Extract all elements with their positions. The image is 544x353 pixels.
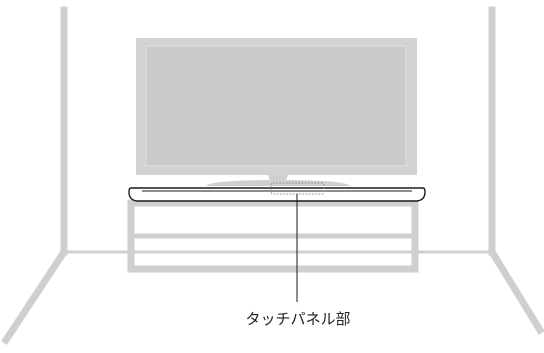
touch-panel-area xyxy=(270,182,325,195)
soundbar xyxy=(128,182,426,202)
television xyxy=(136,38,417,186)
tv-screen xyxy=(145,45,407,167)
right-floor-edge xyxy=(487,247,544,335)
touch-panel-label: タッチパネル部 xyxy=(245,310,351,328)
tv-stand xyxy=(268,175,288,181)
tv-stand-base xyxy=(206,180,350,186)
room-walls xyxy=(1,6,544,345)
tv-cabinet xyxy=(127,199,419,273)
left-floor-edge xyxy=(1,247,69,345)
